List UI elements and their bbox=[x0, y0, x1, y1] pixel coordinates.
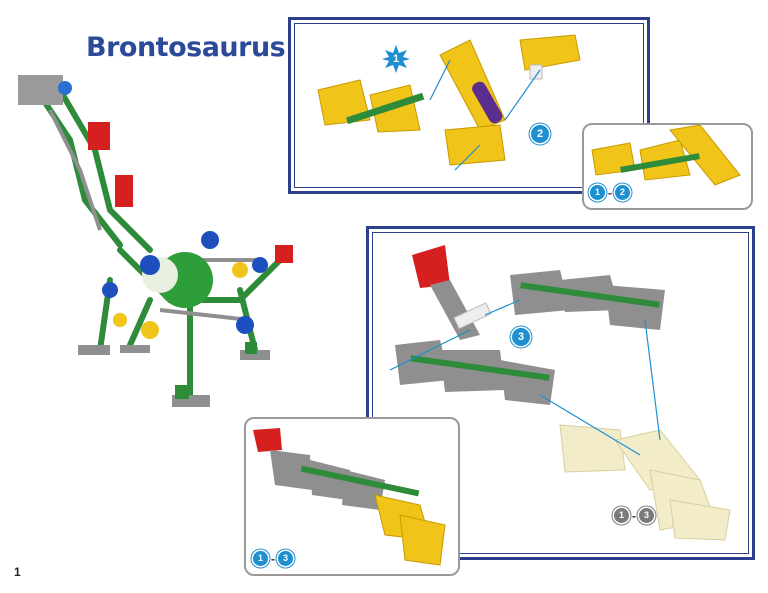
step-2-badge: 2 bbox=[531, 125, 549, 143]
page-number: 1 bbox=[14, 565, 21, 579]
range-1-3-blue-to: 3 bbox=[278, 551, 293, 566]
range-1-3-gray-label: 1 - 3 bbox=[614, 508, 654, 523]
step-1-sunburst bbox=[382, 45, 410, 73]
range-1-2-from: 1 bbox=[590, 185, 605, 200]
range-1-3-blue-from: 1 bbox=[253, 551, 268, 566]
range-1-3-gray-to: 3 bbox=[639, 508, 654, 523]
range-1-3-gray-from: 1 bbox=[614, 508, 629, 523]
range-1-3-blue-label: 1 - 3 bbox=[253, 551, 293, 566]
step-1-badge: 1 bbox=[392, 53, 400, 65]
page-title: Brontosaurus bbox=[86, 32, 286, 63]
range-1-2-to: 2 bbox=[615, 185, 630, 200]
range-1-2-label: 1 - 2 bbox=[590, 185, 630, 200]
step-3-badge: 3 bbox=[512, 328, 530, 346]
